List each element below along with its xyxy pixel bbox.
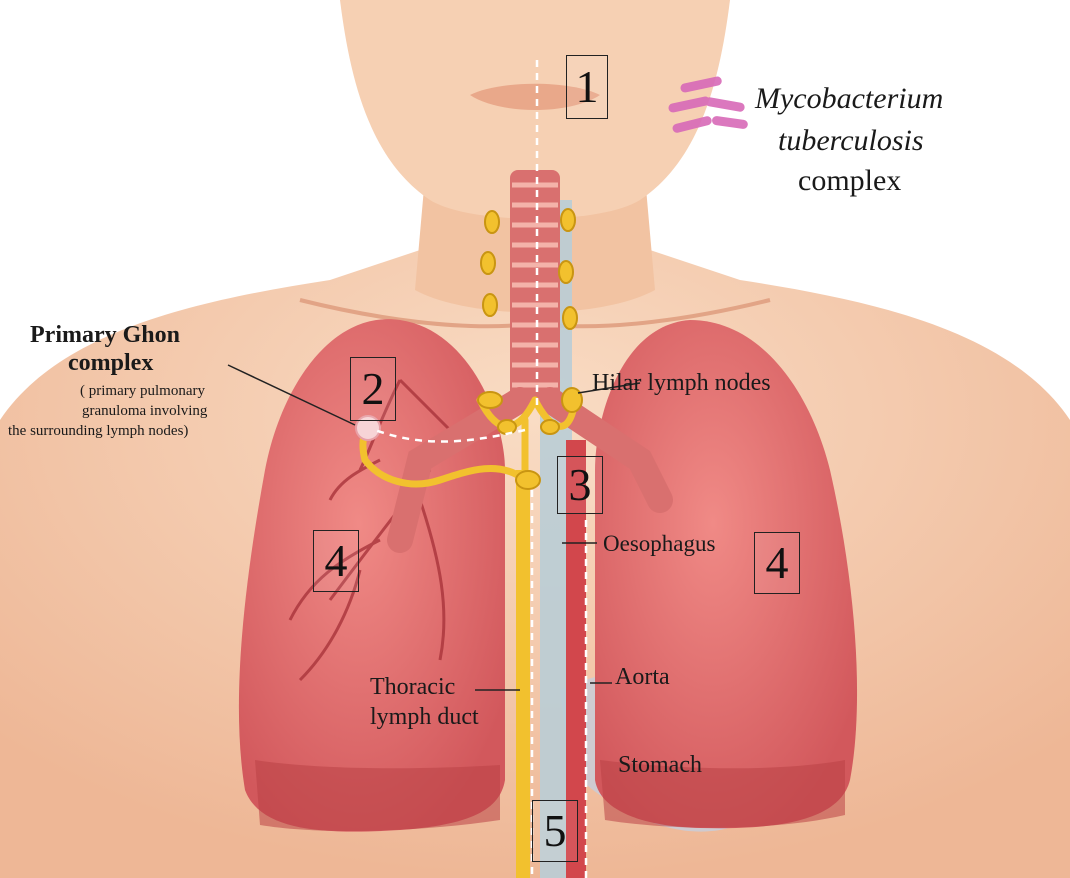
ghon-desc-line2: granuloma involving [82,403,207,420]
stomach-label: Stomach [618,752,702,779]
stage-4-right-box: 4 [754,532,800,594]
bacteria-label-line2: tuberculosis [778,124,924,158]
lymph-duct-tube [516,470,530,878]
stage-4-left-box: 4 [313,530,359,592]
stage-5-box: 5 [532,800,578,862]
thoracic-label-line1: Thoracic [370,674,455,701]
stage-3-box: 3 [557,456,603,514]
ghon-title-line2: complex [68,350,153,377]
stage-1-box: 1 [566,55,608,119]
aorta-label: Aorta [615,664,670,691]
stage-2-box: 2 [350,357,396,421]
oesophagus-label: Oesophagus [603,531,715,557]
hilar-label: Hilar lymph nodes [592,370,771,397]
ghon-title-line1: Primary Ghon [30,322,180,349]
thoracic-label-line2: lymph duct [370,704,479,731]
ghon-desc-line3: the surrounding lymph nodes) [8,423,188,440]
bacteria-label-line3: complex [798,164,901,198]
bacteria-label-line1: Mycobacterium [755,82,943,116]
ghon-desc-line1: ( primary pulmonary [80,383,205,400]
